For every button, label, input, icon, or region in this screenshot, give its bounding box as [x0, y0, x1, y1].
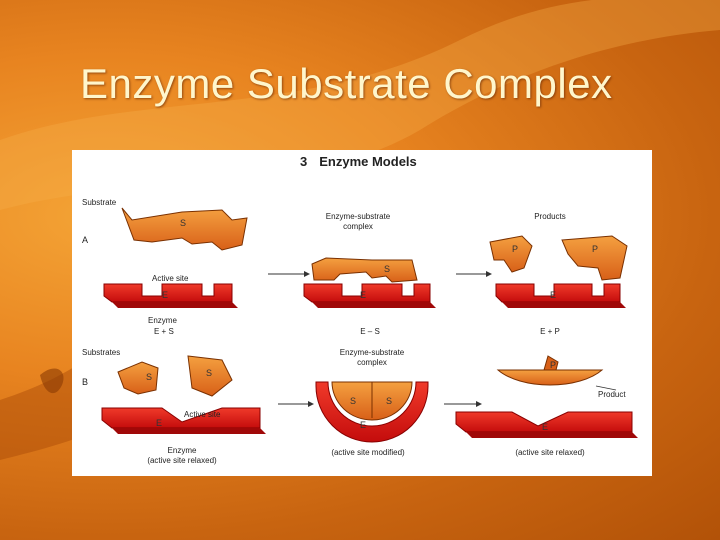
complex-label-a-line2: complex	[343, 222, 373, 231]
slide-title: Enzyme Substrate Complex	[80, 60, 613, 107]
enzyme-glyph-complex-a: E	[360, 290, 367, 300]
equation-e-s: E – S	[360, 327, 380, 336]
substrate-a	[121, 207, 248, 251]
equation-e-plus-p: E + P	[540, 327, 560, 336]
enzyme-glyph-complex-b: E	[360, 420, 367, 430]
enzyme-glyph-a: E	[162, 290, 169, 300]
enzyme-b-relaxed-2	[455, 411, 633, 433]
products-label: Products	[534, 212, 566, 221]
product-glyph-b: P	[550, 360, 557, 370]
complex-label-b-line1: Enzyme-substrate	[339, 348, 405, 357]
product-glyph-a1: P	[512, 244, 519, 254]
enzyme-glyph-b: E	[156, 418, 163, 428]
substrate-glyph-complex-b1: S	[350, 396, 357, 406]
relaxed-label-b2: (active site relaxed)	[515, 448, 585, 457]
panel-b-letter: B	[82, 377, 89, 387]
product-label: Product	[598, 390, 626, 399]
figure-number: 3	[300, 154, 308, 169]
substrate-label: Substrate	[82, 198, 117, 207]
product-a1	[489, 235, 533, 273]
substrate-b2	[187, 355, 233, 397]
substrate-glyph-complex-b2: S	[386, 396, 393, 406]
enzyme-label-b: Enzyme	[167, 446, 197, 455]
equation-e-plus-s: E + S	[154, 327, 174, 336]
complex-label-b-line2: complex	[357, 358, 387, 367]
active-site-label-a: Active site	[152, 274, 189, 283]
substrate-glyph-b2: S	[206, 368, 213, 378]
enzyme-glyph-products-a: E	[550, 290, 557, 300]
substrate-glyph-complex-a: S	[384, 264, 391, 274]
modified-label: (active site modified)	[331, 448, 405, 457]
product-b	[496, 369, 604, 386]
enzyme-glyph-product-b: E	[542, 422, 549, 432]
figure-title-text: Enzyme Models	[319, 154, 417, 169]
figure-title: 3 Enzyme Models	[300, 154, 417, 169]
substrates-label: Substrates	[82, 348, 121, 357]
active-site-label-b: Active site	[184, 410, 221, 419]
enzyme-b-relaxed	[101, 407, 261, 429]
enzyme-substrate-complex-b	[315, 381, 429, 443]
complex-label-a-line1: Enzyme-substrate	[325, 212, 391, 221]
enzyme-models-figure: 3 Enzyme Models Substrate A S Active site…	[72, 150, 652, 476]
substrate-b1	[117, 361, 159, 395]
substrate-glyph-b1: S	[146, 372, 153, 382]
relaxed-label-b1: (active site relaxed)	[147, 456, 217, 465]
substrate-glyph-a: S	[180, 218, 187, 228]
product-a2	[561, 235, 628, 281]
panel-a-letter: A	[82, 235, 89, 245]
enzyme-substrate-complex-a	[311, 257, 418, 283]
enzyme-label-a: Enzyme	[148, 316, 177, 325]
enzyme-models-illustration	[101, 207, 638, 443]
product-glyph-a2: P	[592, 244, 599, 254]
